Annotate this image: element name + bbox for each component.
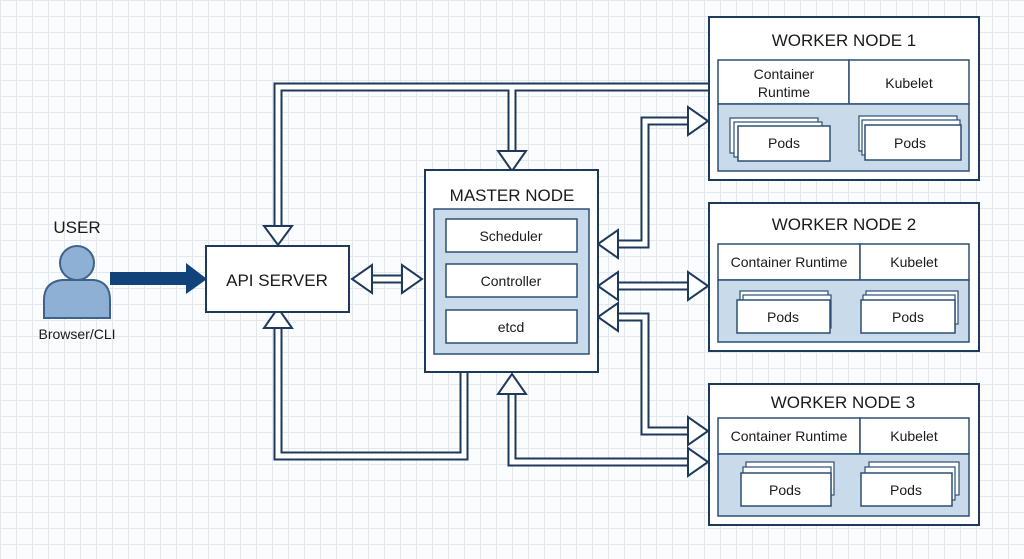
controller-label: Controller [481,273,542,289]
worker-node-2-title: WORKER NODE 2 [772,215,917,234]
master-node: MASTER NODE Scheduler Controller etcd [424,169,599,373]
arrowhead-down-api [262,225,294,247]
user-to-api-arrow-head [186,263,207,294]
user-label: USER [53,218,100,237]
user-group: USER Browser/CLI [38,218,207,342]
user-to-api-arrow-shaft [110,272,192,285]
worker-node-1-pod-a-label: Pods [768,135,800,151]
link-master-worker3 [617,312,690,436]
worker-node-1-runtime-label-line1: Container [754,66,815,82]
master-node-title: MASTER NODE [450,186,575,205]
worker-node-3: WORKER NODE 3 Container Runtime Kubelet … [708,383,980,526]
worker-node-3-pod-a [740,472,832,507]
arrowhead-up-master [496,372,528,395]
worker-node-1-kubelet-box [848,59,970,105]
arrowhead-master-w2 [596,270,619,302]
user-icon [43,245,111,319]
worker-node-2-pod-a-label: Pods [767,309,799,325]
user-sublabel: Browser/CLI [38,326,115,342]
worker-node-1-title: WORKER NODE 1 [772,31,917,50]
arrowhead-to-worker3 [687,415,710,447]
arrowhead-to-worker2 [687,270,710,302]
arrowhead-down-master [496,150,528,173]
worker-node-1-runtime-label-line2: Runtime [758,84,810,100]
worker-node-1: WORKER NODE 1 Container Runtime Kubelet … [708,16,980,181]
worker-node-2: WORKER NODE 2 Container Runtime Kubelet … [708,202,980,352]
worker-node-1-pod-b-label: Pods [894,135,926,151]
arrowhead-master-w3 [596,301,619,333]
scheduler-box [445,218,578,253]
arrowhead-up-api [262,306,294,329]
worker-node-3-pod-b [860,472,953,507]
controller-box [445,263,578,298]
api-server-label: API SERVER [226,271,328,290]
worker-node-3-kubelet-box [859,417,970,455]
worker-node-3-pod-a-label: Pods [769,482,801,498]
arrowhead-to-worker1 [687,105,710,137]
worker-node-1-kubelet-label: Kubelet [885,75,933,91]
worker-node-2-runtime-label: Container Runtime [731,254,848,270]
arrowhead-to-worker3-bottom [687,446,710,478]
etcd-label: etcd [498,319,524,335]
scheduler-label: Scheduler [479,228,542,244]
worker-node-2-kubelet-label: Kubelet [890,254,938,270]
api-server: API SERVER [205,245,350,313]
worker-node-2-pod-b-label: Pods [892,309,924,325]
worker-node-3-pod-b-label: Pods [890,482,922,498]
worker-node-1-pod-a [737,125,831,162]
worker-node-1-runtime-box [717,59,850,105]
arrowhead-master-w1 [596,228,619,260]
arrowhead-right-master [401,263,424,295]
worker-node-2-kubelet-box [859,243,970,281]
worker-node-3-title: WORKER NODE 3 [771,393,916,412]
connectors [262,82,710,478]
worker-node-2-pod-b [860,299,956,334]
arrowhead-left-api [350,263,373,295]
worker-node-3-runtime-label: Container Runtime [731,428,848,444]
worker-node-3-kubelet-label: Kubelet [890,428,938,444]
worker-node-2-pod-a [736,299,831,334]
worker-node-1-pod-b [864,124,962,161]
etcd-box [445,309,578,344]
link-master-worker1 [617,116,690,249]
